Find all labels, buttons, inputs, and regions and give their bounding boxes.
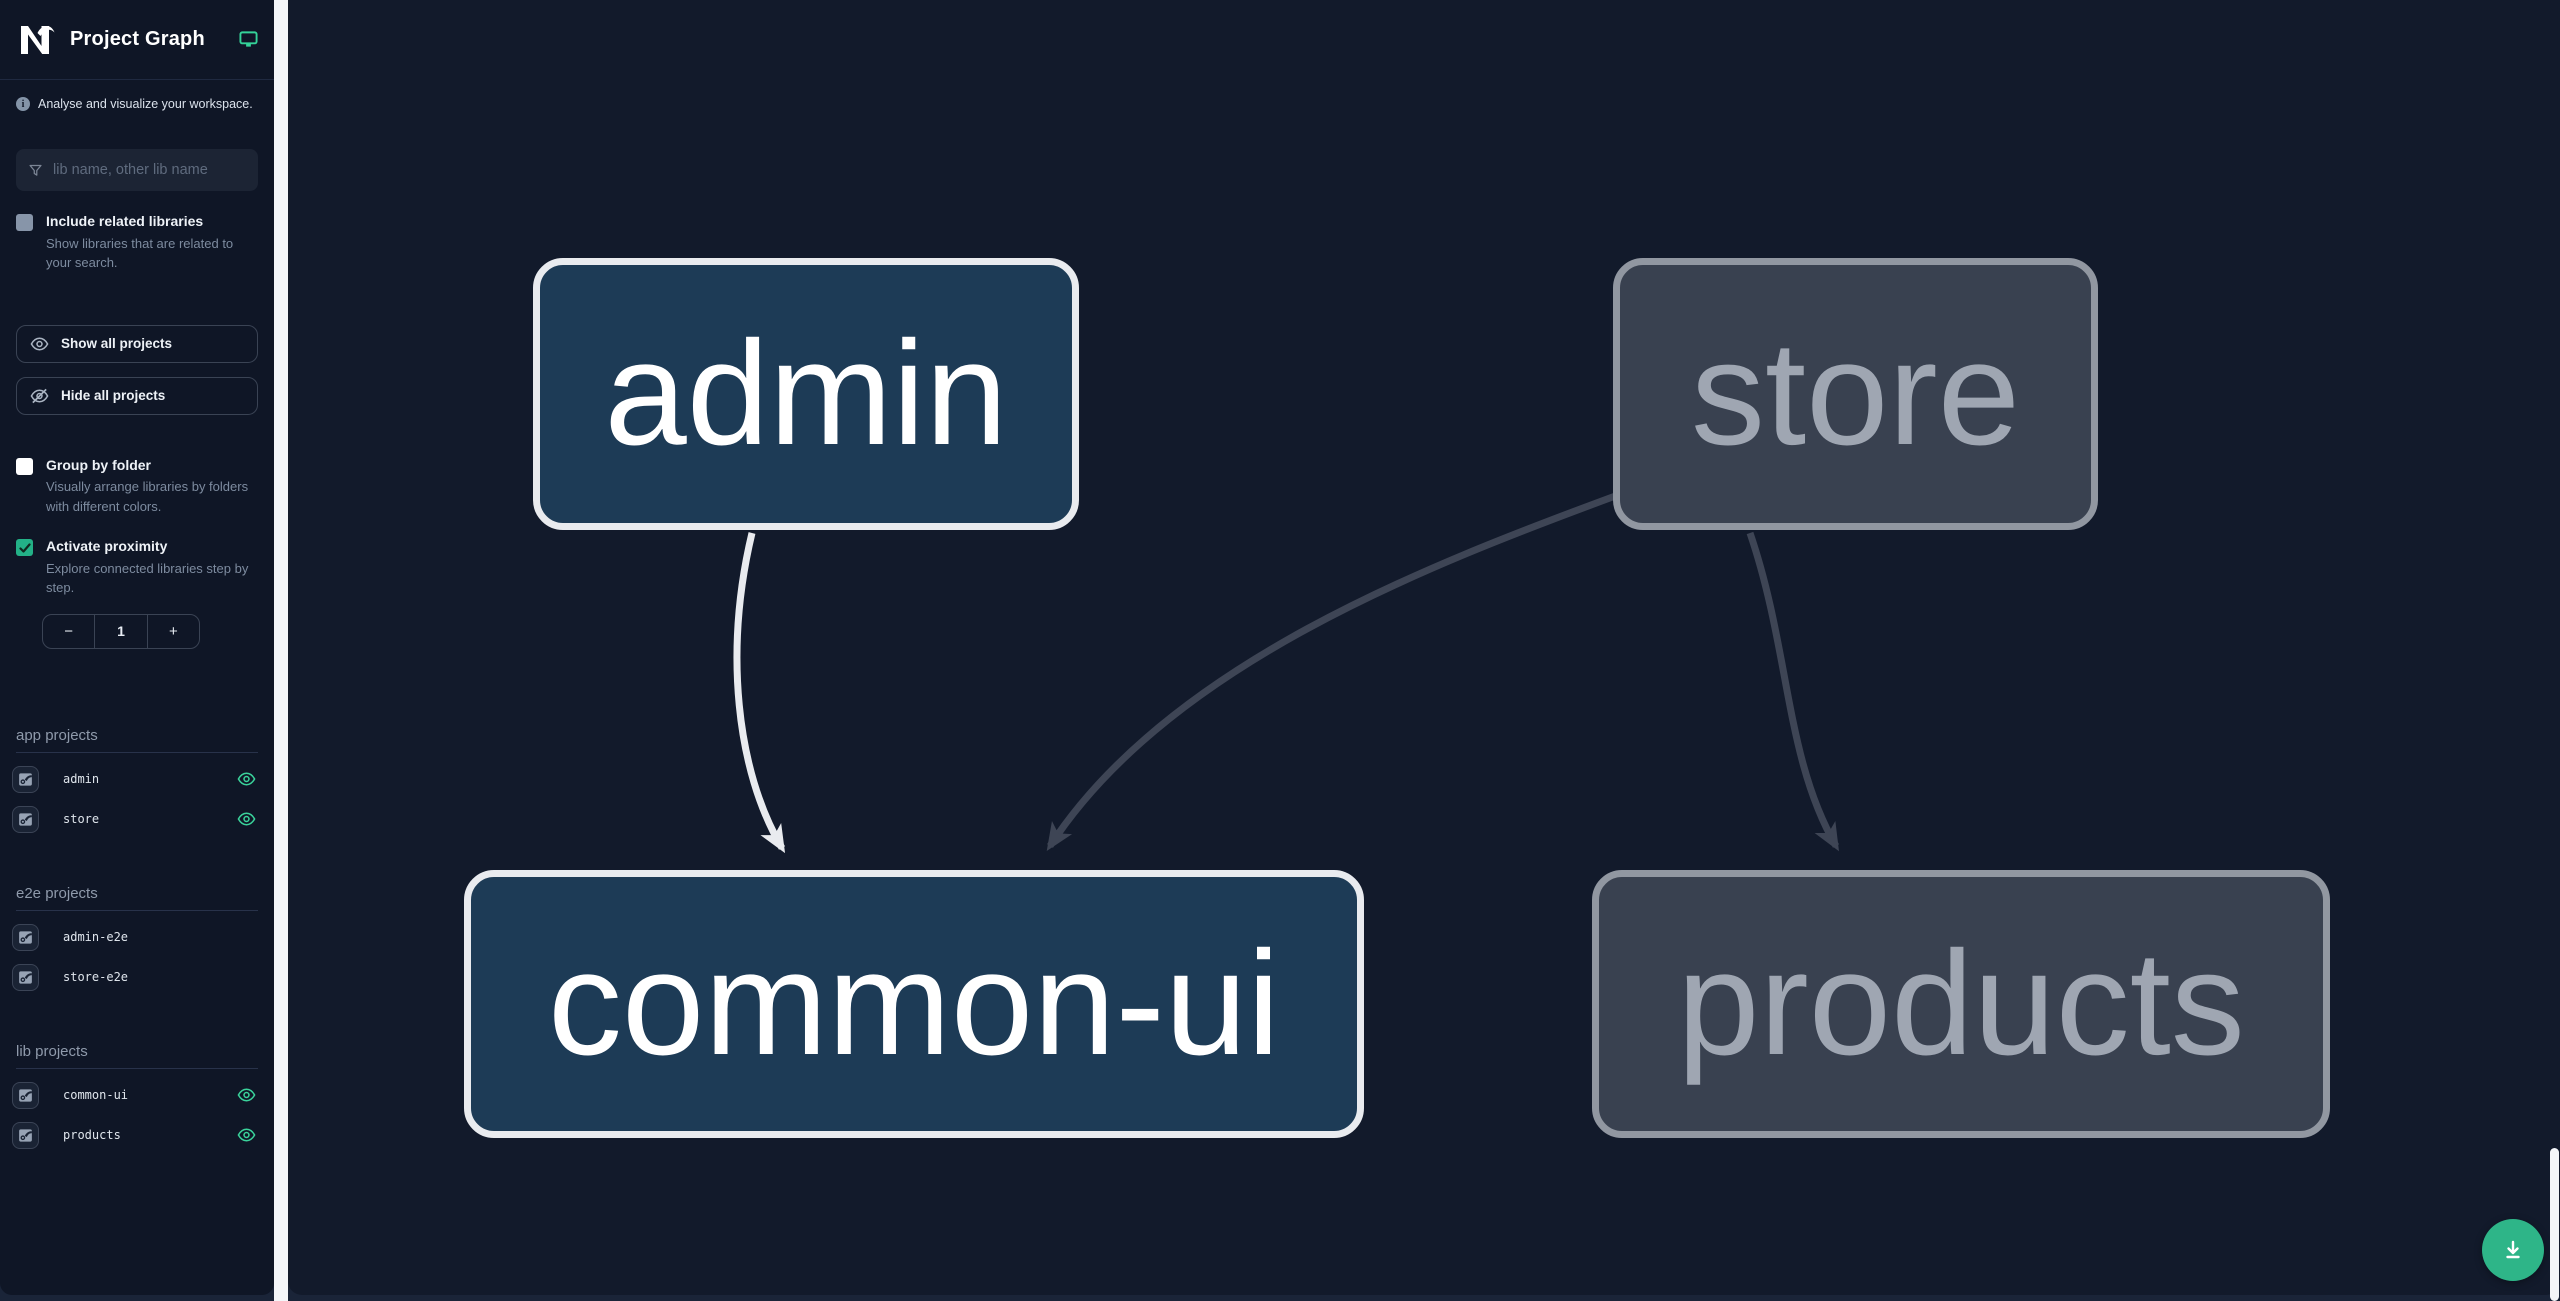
project-type-icon	[12, 923, 39, 951]
show-all-projects-label: Show all projects	[61, 336, 173, 351]
sidebar-header: Project Graph	[0, 0, 274, 80]
graph-canvas[interactable]: admin store common-ui products	[288, 0, 2560, 1295]
visibility-eye-icon[interactable]	[236, 809, 256, 829]
proximity-increment-button[interactable]: +	[148, 615, 199, 648]
nx-logo-icon	[21, 25, 55, 54]
sidebar-resize-divider[interactable]	[274, 0, 288, 1301]
project-type-icon	[12, 1121, 39, 1149]
vertical-scrollbar-thumb[interactable]	[2550, 1148, 2559, 1301]
hide-all-projects-label: Hide all projects	[61, 388, 166, 403]
tagline-text: Analyse and visualize your workspace.	[38, 97, 253, 111]
activate-proximity-toggle[interactable]: Activate proximity Explore connected lib…	[0, 538, 274, 598]
group-by-folder-toggle[interactable]: Group by folder Visually arrange librari…	[0, 457, 274, 517]
section-title: app projects	[16, 727, 258, 753]
project-name: admin	[63, 772, 100, 786]
eye-off-icon	[30, 388, 49, 403]
section-lib-projects: lib projects common-ui products	[0, 1043, 274, 1149]
section-title: lib projects	[16, 1043, 258, 1069]
include-related-desc: Show libraries that are related to your …	[46, 235, 234, 271]
group-by-folder-label: Group by folder	[46, 456, 151, 473]
project-row-products[interactable]: products	[12, 1121, 258, 1149]
node-label: admin	[604, 311, 1008, 476]
project-row-admin[interactable]: admin	[12, 765, 258, 793]
tagline-row: i Analyse and visualize your workspace.	[0, 97, 274, 111]
project-row-store[interactable]: store	[12, 805, 258, 833]
project-type-icon	[12, 963, 39, 991]
project-row-common-ui[interactable]: common-ui	[12, 1081, 258, 1109]
node-label: common-ui	[548, 921, 1280, 1086]
graph-node-store[interactable]: store	[1613, 258, 2098, 530]
project-name: store-e2e	[63, 970, 129, 984]
group-by-folder-checkbox[interactable]	[16, 457, 33, 475]
graph-node-products[interactable]: products	[1592, 870, 2330, 1138]
graph-node-admin[interactable]: admin	[533, 258, 1079, 530]
project-type-icon	[12, 1081, 39, 1109]
checkmark-icon	[18, 542, 31, 553]
section-title: e2e projects	[16, 885, 258, 911]
include-related-toggle[interactable]: Include related libraries Show libraries…	[0, 213, 274, 273]
include-related-checkbox[interactable]	[16, 214, 33, 231]
download-image-button[interactable]	[2482, 1219, 2544, 1281]
project-type-icon	[12, 765, 39, 793]
project-row-store-e2e[interactable]: store-e2e	[12, 963, 258, 991]
filter-funnel-icon	[29, 164, 42, 176]
download-icon	[2506, 1240, 2520, 1259]
project-name: store	[63, 812, 100, 826]
project-name: products	[63, 1128, 121, 1142]
proximity-decrement-button[interactable]: −	[43, 615, 94, 648]
node-label: products	[1677, 921, 2245, 1086]
project-type-icon	[12, 805, 39, 833]
include-related-label: Include related libraries	[46, 213, 204, 229]
activate-proximity-desc: Explore connected libraries step by step…	[46, 560, 249, 596]
visibility-eye-icon[interactable]	[236, 1085, 256, 1105]
proximity-stepper: − 1 +	[42, 613, 200, 649]
visibility-eye-icon[interactable]	[236, 1125, 256, 1145]
info-icon: i	[16, 97, 30, 111]
monitor-icon[interactable]	[239, 30, 258, 49]
activate-proximity-checkbox[interactable]	[16, 539, 33, 556]
edge-store-to-common-ui	[1046, 491, 1620, 852]
visibility-eye-icon[interactable]	[236, 769, 256, 789]
group-by-folder-desc: Visually arrange libraries by folders wi…	[46, 479, 249, 514]
project-row-admin-e2e[interactable]: admin-e2e	[12, 923, 258, 951]
eye-icon	[30, 337, 49, 350]
search-input[interactable]	[53, 162, 246, 178]
project-name: common-ui	[63, 1088, 129, 1102]
edge-admin-to-common-ui	[733, 532, 786, 854]
edge-store-to-products	[1746, 531, 1840, 852]
graph-edges	[733, 491, 1840, 854]
project-name: admin-e2e	[63, 930, 129, 944]
section-e2e-projects: e2e projects admin-e2e store-e2e	[0, 885, 274, 991]
graph-node-common-ui[interactable]: common-ui	[464, 870, 1364, 1138]
activate-proximity-label: Activate proximity	[46, 538, 168, 554]
section-app-projects: app projects admin store	[0, 727, 274, 833]
node-label: store	[1690, 311, 2021, 476]
sidebar: Project Graph i Analyse and visualize yo…	[0, 0, 274, 1295]
search-box	[16, 149, 258, 191]
hide-all-projects-button[interactable]: Hide all projects	[16, 376, 258, 415]
proximity-value: 1	[94, 614, 148, 648]
show-all-projects-button[interactable]: Show all projects	[16, 324, 258, 363]
page-title: Project Graph	[70, 28, 205, 50]
